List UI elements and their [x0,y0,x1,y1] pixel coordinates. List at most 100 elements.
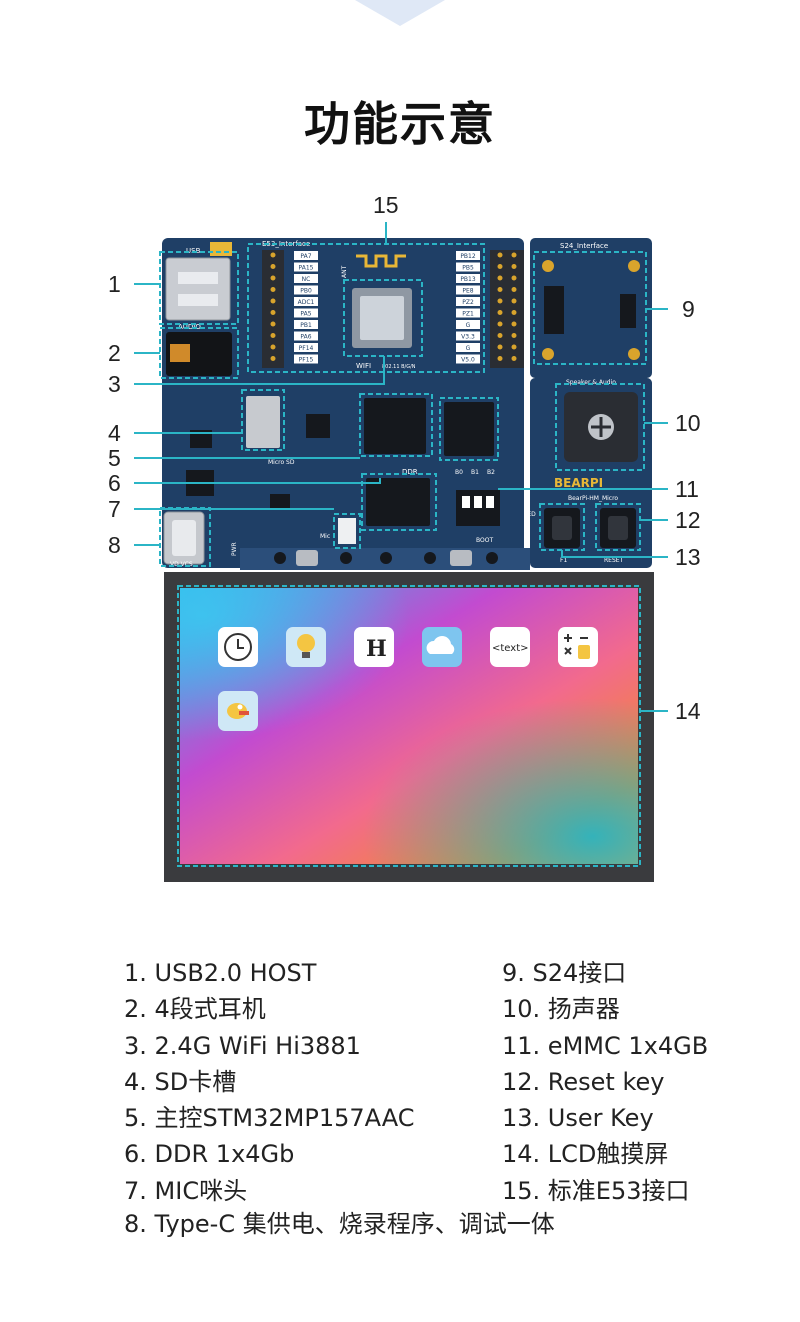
e53-right-pin [511,333,517,338]
e53-right-pin [511,264,517,269]
e53-left-pin [270,298,276,304]
callout-11: 11 [675,476,699,502]
legend-item: 7. MIC咪头 [124,1176,248,1205]
microsd-silk: Micro SD [268,459,295,466]
e53-right-pin-text: PZ2 [462,299,474,306]
e53-header-left [262,250,284,368]
e53-left-pin-text: PA15 [299,265,314,272]
callout-15: 15 [373,192,399,218]
e53-right-pin-label [456,285,480,295]
app-text [490,627,530,667]
e53-right-pin-label [456,343,480,352]
e53-right-pin [511,321,517,327]
e53-right-pin [511,287,517,292]
legend-item: 5. 主控STM32MP157AAC [124,1104,415,1133]
legend-item: 4. SD卡槽 [124,1067,237,1096]
app-h [354,627,394,667]
callout-6: 6 [108,470,121,496]
e53-left-pin [270,344,276,350]
flappy-bird-icon [227,703,249,719]
legend-item: 11. eMMC 1x4GB [502,1031,709,1060]
e53-right-pin [511,252,517,258]
calculator-icon [564,634,590,659]
e53-right-pin-text: PB12 [460,253,476,260]
text-icon: <text> [492,643,529,654]
e53-left-pin-label [294,297,318,306]
e53-right-pin [497,252,503,258]
callout-8: 8 [108,532,121,558]
legend-item: 9. S24接口 [502,959,627,987]
lightbulb-icon [297,634,315,652]
legend-item: 15. 标准E53接口 [502,1176,690,1205]
e53-right-pin [511,344,517,350]
e53-right-pin [511,310,517,315]
e53-right-pin [497,275,503,281]
e53-left-pin [270,264,276,269]
audio-silk: AUDIO [178,323,201,331]
callout-2: 2 [108,340,121,366]
brand-silk: BEARPI [554,476,603,490]
e53-left-pin-label [294,274,318,283]
legend-item: 14. LCD触摸屏 [502,1140,669,1169]
e53-right-pin-label [456,251,480,260]
boot-pin-b0: B0 [455,469,463,476]
e53-right-pin-text: G [466,322,471,329]
sd-slot [246,396,280,448]
legend-item: 2. 4段式耳机 [124,995,266,1024]
e53-left-pin-text: PA5 [300,311,311,318]
e53-right-pin-label [456,262,480,272]
led-silk: LED [524,511,536,518]
e53-right-pin [497,356,503,361]
e53-right-pin-label [456,331,480,341]
e53-right-pin [511,356,517,361]
e53-left-pin [270,321,276,327]
callout-7: 7 [108,496,121,522]
e53-left-pin-text: PB1 [300,322,312,329]
e53-right-pin-text: PB13 [460,276,476,283]
e53-right-pin-label [456,297,480,306]
clock-icon [224,633,252,661]
ddr-silk: DDR [402,468,418,476]
page-title: 功能示意 [304,97,496,151]
legend-item: 13. User Key [502,1104,654,1133]
s24-pcb [530,238,652,378]
e53-right-pin [511,275,517,281]
e53-left-pin-text: PB0 [300,288,312,295]
e53-left-pin-label [294,285,318,295]
legend-item: 3. 2.4G WiFi Hi3881 [124,1031,361,1060]
e53-right-pin [497,264,503,269]
e53-left-pin-text: PF15 [299,357,314,364]
e53-left-pin-text: PA7 [300,253,311,260]
chevron-down-icon [355,0,445,26]
e53-left-pin [270,310,276,315]
speaker-silk: Speaker & Audio [566,379,616,386]
e53-right-pin [497,298,503,304]
emmc-chip [444,402,494,456]
cloud-icon [426,636,455,654]
e53-right-pin-label [456,308,480,318]
legend-item: 12. Reset key [502,1067,665,1096]
mic-silk: Mic [320,533,330,540]
e53-right-pin [497,310,503,315]
wifi-sub-silk: 802.11 B/G/N [382,364,416,370]
callout-1: 1 [108,271,121,297]
legend-item: 10. 扬声器 [502,995,620,1024]
e53-right-pin-label [456,320,480,329]
legend-item-type-c: 8. Type-C 集供电、烧录程序、调试一体 [124,1210,555,1238]
e53-left-pin-label [294,251,318,260]
e53-right-pin-text: PB5 [462,265,474,272]
s24-connector-a [544,286,564,334]
ddr-chip [366,478,430,526]
model-silk: BearPi-HM_Micro [568,495,618,502]
e53-left-pin [270,275,276,281]
e53-header-right [490,250,524,368]
e53-right-pin [497,344,503,350]
usb-connector [165,257,231,321]
pwr-silk: PWR [231,542,238,556]
main-pcb [162,238,524,568]
legend-left-column: 1. USB2.0 HOST 2. 4段式耳机 3. 2.4G WiFi Hi3… [124,955,415,1209]
e53-left-pin-label [294,343,318,352]
e53-right-pin-text: V5.0 [461,357,475,364]
e53-right-pin [497,287,503,292]
